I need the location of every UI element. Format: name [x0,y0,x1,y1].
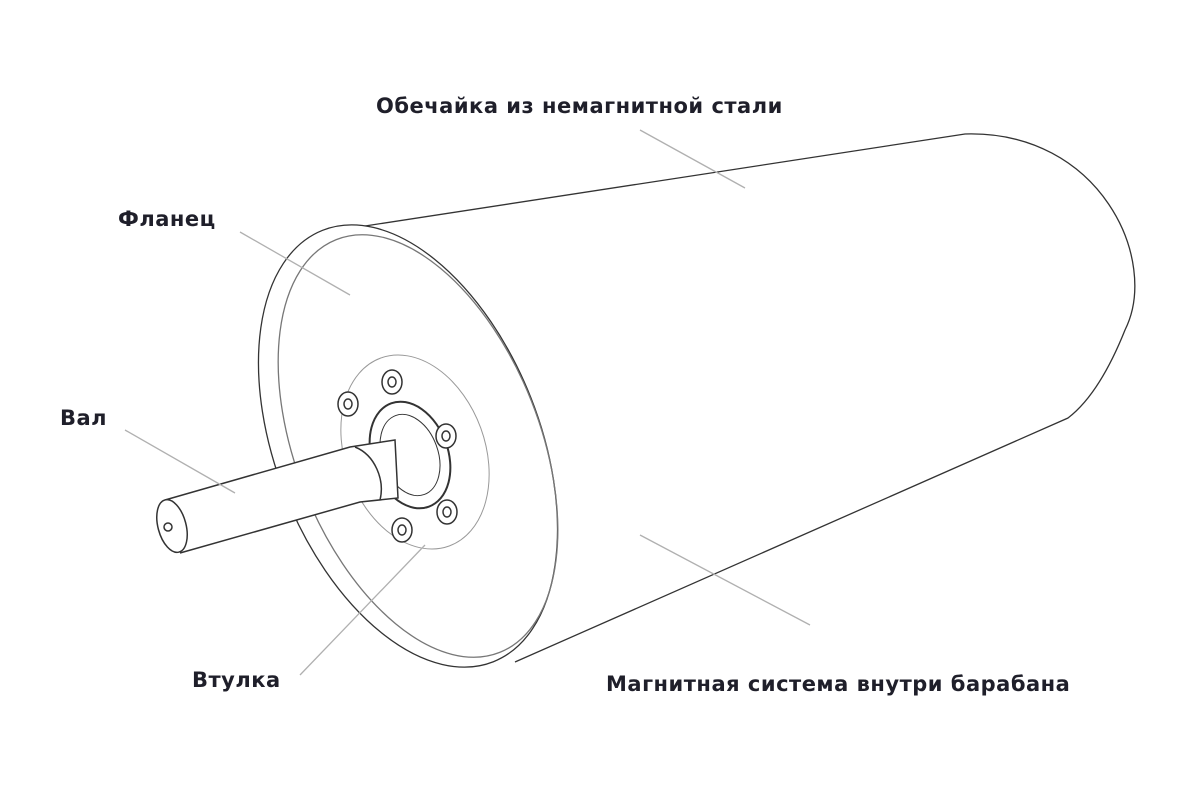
label-shaft: Вал [60,406,108,430]
leader-magnet-system [639,534,811,626]
label-flange: Фланец [118,207,216,231]
leader-bushing [299,544,426,676]
drum-shell [351,133,1136,663]
flange-outer [257,224,559,668]
bolts [337,369,458,543]
shaft [156,439,399,554]
leader-flange [239,231,351,296]
label-shell: Обечайка из немагнитной стали [376,94,783,118]
label-magnet-system: Магнитная система внутри барабана [606,672,1071,696]
label-bushing: Втулка [192,668,281,692]
leader-shell [639,129,746,189]
leader-shaft [124,429,236,494]
